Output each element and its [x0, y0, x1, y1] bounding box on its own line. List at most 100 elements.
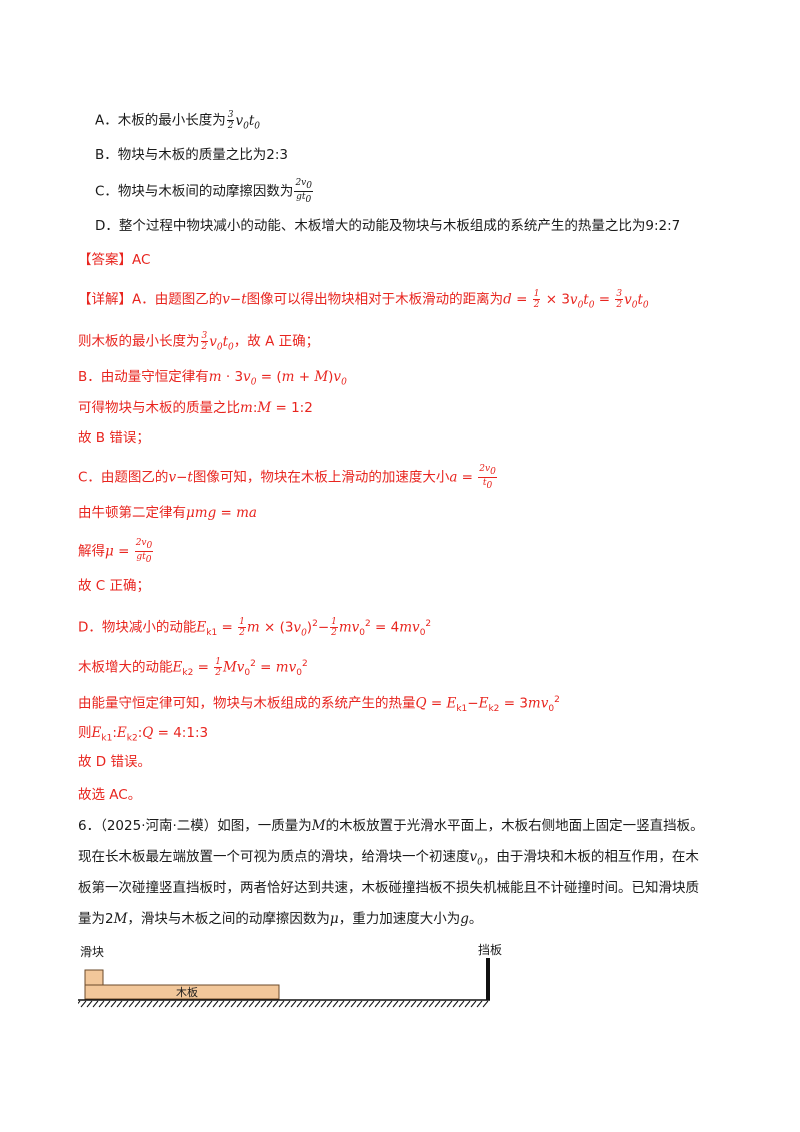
answer: 【答案】AC — [78, 252, 151, 268]
hatch-mark — [78, 1000, 81, 1005]
explanation-line-5: 故 B 错误； — [78, 430, 150, 446]
hatch-mark — [374, 1000, 381, 1008]
hatch-mark — [428, 1000, 435, 1008]
hatch-mark — [338, 1000, 345, 1008]
hatch-mark — [182, 1000, 189, 1008]
hatch-mark — [164, 1000, 171, 1008]
hatch-mark — [170, 1000, 177, 1008]
hatch-mark — [422, 1000, 429, 1008]
hatch-mark — [230, 1000, 237, 1008]
hatch-mark — [332, 1000, 339, 1008]
hatch-mark — [146, 1000, 153, 1008]
hatch-mark — [350, 1000, 357, 1008]
hatch-mark — [458, 1000, 465, 1008]
question-6-line-1: 6．（2025·河南·二模）如图，一质量为M的木板放置于光滑水平面上，木板右侧地… — [78, 818, 704, 834]
slider-board-diagram: 滑块 挡板 木板 — [78, 943, 502, 1008]
hatch-mark — [80, 1000, 87, 1008]
hatch-mark — [104, 1000, 111, 1008]
hatch-mark — [152, 1000, 159, 1008]
hatch-mark — [188, 1000, 195, 1008]
hatch-mark — [194, 1000, 201, 1008]
hatch-mark — [404, 1000, 411, 1008]
hatch-mark — [290, 1000, 297, 1008]
hatch-mark — [368, 1000, 375, 1008]
hatch-mark — [302, 1000, 309, 1008]
hatch-mark — [410, 1000, 417, 1008]
question-6-line-4: 量为2M，滑块与木板之间的动摩擦因数为μ，重力加速度大小为g。 — [78, 911, 483, 927]
hatch-mark — [440, 1000, 447, 1008]
hatch-mark — [464, 1000, 471, 1008]
hatch-mark — [92, 1000, 99, 1008]
hatch-mark — [140, 1000, 147, 1008]
hatch-mark — [248, 1000, 255, 1008]
hatch-mark — [224, 1000, 231, 1008]
hatch-mark — [206, 1000, 213, 1008]
explanation-line-13: 则Ek1:Ek2:Q = 4:1:3 — [78, 725, 209, 744]
hatch-mark — [122, 1000, 129, 1008]
hatch-mark — [128, 1000, 135, 1008]
hatch-mark — [236, 1000, 243, 1008]
hatch-mark — [86, 1000, 93, 1008]
wall-label: 挡板 — [478, 943, 502, 957]
wall — [486, 958, 490, 1000]
hatch-mark — [326, 1000, 333, 1008]
hatch-mark — [158, 1000, 165, 1008]
explanation-line-3: B．由动量守恒定律有m · 3v0 = (m + M)v0 — [78, 369, 347, 388]
hatch-mark — [110, 1000, 117, 1008]
hatch-mark — [278, 1000, 285, 1008]
hatch-mark — [416, 1000, 423, 1008]
explanation-line-12: 由能量守恒定律可知，物块与木板组成的系统产生的热量Q = Ek1−Ek2 = 3… — [78, 695, 560, 715]
hatch-mark — [308, 1000, 315, 1008]
question-6-line-2: 现在长木板最左端放置一个可视为质点的滑块，给滑块一个初速度v0，由于滑块和木板的… — [78, 849, 699, 868]
hatch-mark — [320, 1000, 327, 1008]
ground-hatching — [78, 1000, 489, 1008]
explanation-line-9: 故 C 正确； — [78, 578, 151, 594]
hatch-mark — [380, 1000, 387, 1008]
option-b: B．物块与木板的质量之比为2:3 — [95, 147, 288, 163]
hatch-mark — [434, 1000, 441, 1008]
hatch-mark — [200, 1000, 207, 1008]
hatch-mark — [482, 1000, 489, 1008]
explanation-line-4: 可得物块与木板的质量之比m:M = 1:2 — [78, 400, 313, 416]
hatch-mark — [218, 1000, 225, 1008]
slider-block — [84, 969, 104, 986]
question-6-line-3: 板第一次碰撞竖直挡板时，两者恰好达到共速，木板碰撞挡板不损失机械能且不计碰撞时间… — [78, 880, 699, 896]
explanation-line-7: 由牛顿第二定律有μmg = ma — [78, 505, 257, 521]
hatch-mark — [260, 1000, 267, 1008]
slider-label: 滑块 — [80, 945, 104, 959]
hatch-mark — [392, 1000, 399, 1008]
hatch-mark — [272, 1000, 279, 1008]
hatch-mark — [284, 1000, 291, 1008]
hatch-mark — [344, 1000, 351, 1008]
hatch-mark — [476, 1000, 483, 1008]
hatch-mark — [452, 1000, 459, 1008]
hatch-mark — [296, 1000, 303, 1008]
hatch-mark — [398, 1000, 405, 1008]
hatch-mark — [242, 1000, 249, 1008]
hatch-mark — [254, 1000, 261, 1008]
board — [84, 984, 280, 1000]
hatch-mark — [212, 1000, 219, 1008]
hatch-mark — [176, 1000, 183, 1008]
hatch-mark — [134, 1000, 141, 1008]
hatch-mark — [116, 1000, 123, 1008]
hatch-mark — [356, 1000, 363, 1008]
hatch-mark — [470, 1000, 477, 1008]
board-label: 木板 — [176, 985, 198, 999]
hatch-mark — [98, 1000, 105, 1008]
hatch-mark — [362, 1000, 369, 1008]
explanation-line-14: 故 D 错误。 — [78, 754, 151, 770]
hatch-mark — [314, 1000, 321, 1008]
option-d: D．整个过程中物块减小的动能、木板增大的动能及物块与木板组成的系统产生的热量之比… — [95, 218, 681, 234]
hatch-mark — [446, 1000, 453, 1008]
explanation-line-15: 故选 AC。 — [78, 787, 142, 803]
hatch-mark — [266, 1000, 273, 1008]
